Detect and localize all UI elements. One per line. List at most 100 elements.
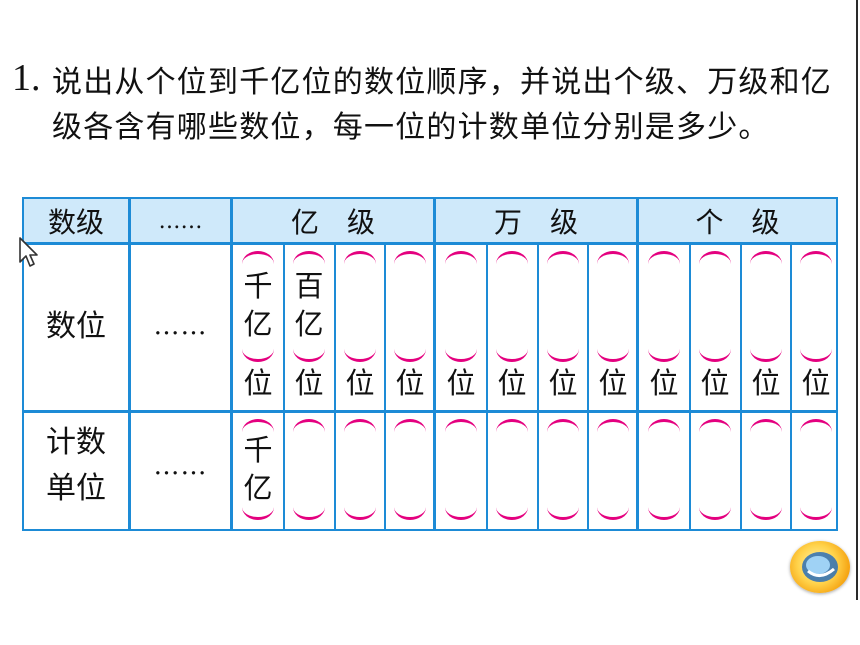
position-char: 亿 [294,307,324,341]
slot-divider [537,243,539,529]
header-ellipsis: …… [131,199,230,243]
bracket-bottom [800,507,832,520]
position-name: 千亿 [233,267,283,343]
position-suffix: 位 [294,366,324,400]
bracket-bottom [496,507,528,520]
unit-slot [385,419,435,529]
position-slot: 千亿位 [233,251,283,409]
bracket-bottom [394,507,426,520]
bracket-bottom [648,507,680,520]
bracket-top [750,419,782,432]
col-divider-wan [636,199,639,529]
position-char: 百 [294,269,324,303]
bracket-bottom [750,349,782,362]
position-suffix: 位 [751,366,781,400]
bracket-bottom [293,349,325,362]
slot-divider [384,243,386,529]
header-yi-level: 亿 级 [233,199,433,243]
position-slot: 位 [588,251,638,409]
bracket-top [597,419,629,432]
position-suffix: 位 [395,366,425,400]
row-label-position: 数位 [46,309,106,344]
position-slot: 位 [487,251,537,409]
position-suffix: 位 [801,366,831,400]
bracket-bottom [699,507,731,520]
bracket-top [800,251,832,264]
row-ellipsis-unit: …… [153,451,208,481]
question-number: 1. [12,57,41,99]
slot-divider [740,243,742,529]
unit-slot [487,419,537,529]
position-char: 千 [243,269,273,303]
bracket-bottom [344,349,376,362]
bracket-bottom [293,507,325,520]
header-ge-level: 个 级 [639,199,836,243]
return-button-icon[interactable] [790,541,850,593]
position-suffix: 位 [548,366,578,400]
header-wan-level: 万 级 [436,199,636,243]
position-suffix: 位 [446,366,476,400]
bracket-top [293,419,325,432]
position-slot: 位 [690,251,740,409]
bracket-top [445,251,477,264]
col-divider-yi [433,199,436,529]
col-divider-ellipsis [230,199,233,529]
slide-edge-line [856,0,858,600]
unit-slot [741,419,791,529]
unit-slot [335,419,385,529]
position-char: 亿 [243,307,273,341]
bracket-top [445,419,477,432]
unit-slot [436,419,486,529]
bracket-top [496,419,528,432]
position-suffix: 位 [649,366,679,400]
unit-name: 千亿 [233,431,283,507]
position-suffix: 位 [598,366,628,400]
slot-divider [790,243,792,529]
header-level: 数级 [24,199,128,243]
bracket-bottom [800,349,832,362]
bracket-bottom [344,507,376,520]
bracket-top [344,251,376,264]
unit-slot: 千亿 [233,419,283,529]
position-suffix: 位 [497,366,527,400]
bracket-top [648,419,680,432]
position-suffix: 位 [700,366,730,400]
mouse-pointer-icon [19,237,38,267]
unit-slot [690,419,740,529]
bracket-top [699,419,731,432]
bracket-top [242,419,274,432]
header-divider [24,242,836,245]
unit-char: 亿 [243,471,273,505]
bracket-top [547,251,579,264]
position-slot: 位 [741,251,791,409]
slot-divider [587,243,589,529]
bracket-top [394,251,426,264]
row-label-unit-2: 单位 [46,471,106,506]
row-label-unit-1: 计数 [46,425,106,460]
position-slot: 位 [538,251,588,409]
bracket-top [344,419,376,432]
slot-divider [334,243,336,529]
bracket-top [242,251,274,264]
position-slot: 位 [385,251,435,409]
bracket-bottom [445,507,477,520]
bracket-top [648,251,680,264]
bracket-bottom [597,507,629,520]
bracket-bottom [445,349,477,362]
bracket-bottom [496,349,528,362]
bracket-bottom [394,349,426,362]
position-slot: 位 [791,251,841,409]
position-slot: 位 [436,251,486,409]
bracket-bottom [242,507,274,520]
bracket-top [597,251,629,264]
bracket-bottom [597,349,629,362]
bracket-top [800,419,832,432]
position-slot: 位 [335,251,385,409]
unit-slot [588,419,638,529]
unit-slot [538,419,588,529]
position-slot: 位 [639,251,689,409]
place-value-table: 数级 …… 亿 级 万 级 个 级 数位 计数 单位 …… …… 千亿位千亿百亿… [22,197,838,531]
position-suffix: 位 [345,366,375,400]
unit-slot [284,419,334,529]
bracket-top [750,251,782,264]
